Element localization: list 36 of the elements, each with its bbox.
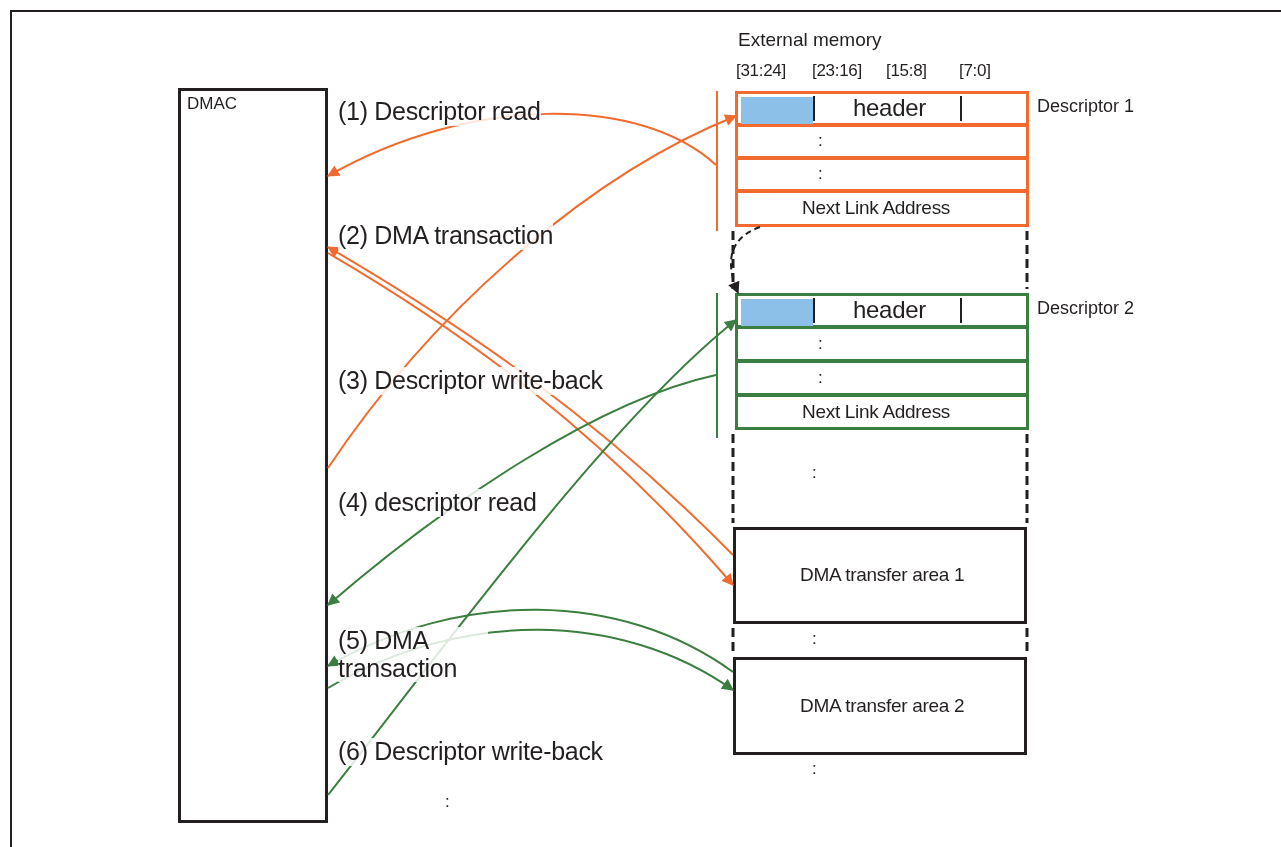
descriptor-row	[735, 394, 1029, 430]
descriptor-row	[735, 190, 1029, 227]
step-label: (1) Descriptor read	[338, 98, 541, 126]
step-label: (5) DMA transaction	[338, 627, 488, 682]
memory-title: External memory	[738, 30, 882, 51]
step-label: [31:24]	[736, 62, 786, 81]
step-label: (4) descriptor read	[338, 489, 537, 517]
step-label: [7:0]	[959, 62, 991, 81]
transfer-area-box	[733, 527, 1027, 624]
arrow	[326, 608, 734, 673]
arrow	[728, 226, 761, 295]
arrow	[327, 114, 738, 469]
arrow	[327, 374, 717, 606]
transfer-area-box	[733, 657, 1027, 755]
descriptor-row	[735, 91, 1029, 126]
node-label: header	[853, 297, 926, 324]
arrow	[327, 319, 737, 796]
step-label: (6) Descriptor write-back	[338, 738, 603, 766]
arrow	[326, 112, 717, 177]
descriptor-title: Descriptor 2	[1037, 299, 1135, 319]
descriptor-row	[735, 157, 1029, 192]
shaded-cell	[741, 97, 813, 126]
controller-box	[178, 88, 328, 823]
descriptor-row	[735, 124, 1029, 159]
shaded-cell	[741, 299, 813, 328]
step-label: (2) DMA transaction	[338, 222, 554, 250]
step-label: [23:16]	[812, 62, 862, 81]
node-label: header	[853, 95, 926, 122]
arrow	[327, 628, 734, 691]
step-label: (3) Descriptor write-back	[338, 367, 603, 395]
descriptor-row	[735, 293, 1029, 328]
descriptor-row	[735, 326, 1029, 362]
descriptor-title: Descriptor 1	[1037, 97, 1135, 117]
descriptor-row	[735, 360, 1029, 396]
step-label: [15:8]	[886, 62, 927, 81]
node-label: DMAC	[187, 94, 238, 113]
